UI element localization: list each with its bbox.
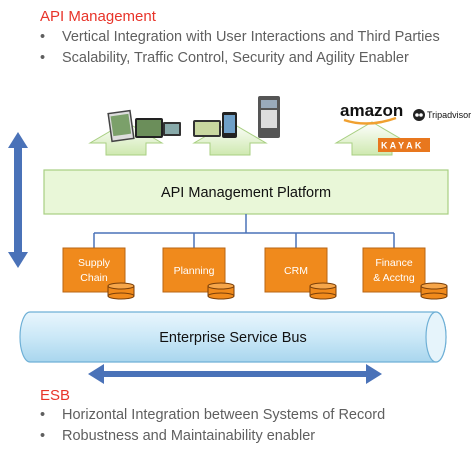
horizontal-double-arrow bbox=[88, 364, 382, 384]
kayak-logo: K A Y A K bbox=[381, 141, 422, 151]
devices-illustration-center bbox=[193, 96, 280, 138]
devices-illustration bbox=[107, 109, 181, 143]
esb-bullet-2: Robustness and Maintainability enabler bbox=[40, 427, 470, 446]
amazon-logo: amazon bbox=[340, 101, 403, 120]
esb-bullet-1: Horizontal Integration between Systems o… bbox=[40, 406, 470, 425]
system-planning: Planning bbox=[162, 247, 235, 300]
system-supply-chain: Supply Chain bbox=[62, 247, 135, 300]
enterprise-service-bus: Enterprise Service Bus bbox=[19, 311, 447, 363]
connector-lines bbox=[93, 214, 395, 248]
system-finance-accounting: Finance & Acctng bbox=[362, 247, 448, 300]
bus-label: Enterprise Service Bus bbox=[159, 330, 306, 346]
tripadvisor-owl-icon bbox=[413, 109, 425, 121]
api-management-heading: API Management bbox=[40, 8, 156, 25]
esb-bullet-list: Horizontal Integration between Systems o… bbox=[40, 406, 470, 448]
api-management-platform-bar bbox=[43, 169, 449, 215]
database-icon bbox=[207, 282, 235, 300]
partner-logos: amazon Tripadvisor K A Y A K bbox=[340, 101, 471, 152]
svg-text:Chain: Chain bbox=[80, 272, 108, 284]
database-icon bbox=[107, 282, 135, 300]
vertical-double-arrow bbox=[8, 132, 28, 268]
svg-text:& Acctng: & Acctng bbox=[373, 272, 415, 284]
api-bullet-1: Vertical Integration with User Interacti… bbox=[40, 28, 470, 47]
kayak-logo-bg bbox=[378, 138, 430, 152]
platform-label: API Management Platform bbox=[161, 185, 331, 201]
svg-text:CRM: CRM bbox=[284, 265, 308, 277]
database-icon bbox=[420, 282, 448, 300]
esb-heading: ESB bbox=[40, 387, 71, 404]
svg-text:Planning: Planning bbox=[174, 265, 215, 277]
system-crm: CRM bbox=[264, 247, 337, 300]
api-bullet-list: Vertical Integration with User Interacti… bbox=[40, 28, 470, 70]
api-bullet-2: Scalability, Traffic Control, Security a… bbox=[40, 49, 470, 68]
svg-text:Supply: Supply bbox=[78, 257, 111, 269]
svg-text:Finance: Finance bbox=[375, 257, 413, 269]
database-icon bbox=[309, 282, 337, 300]
up-arrow-2 bbox=[192, 121, 268, 156]
tripadvisor-logo: Tripadvisor bbox=[427, 110, 471, 120]
